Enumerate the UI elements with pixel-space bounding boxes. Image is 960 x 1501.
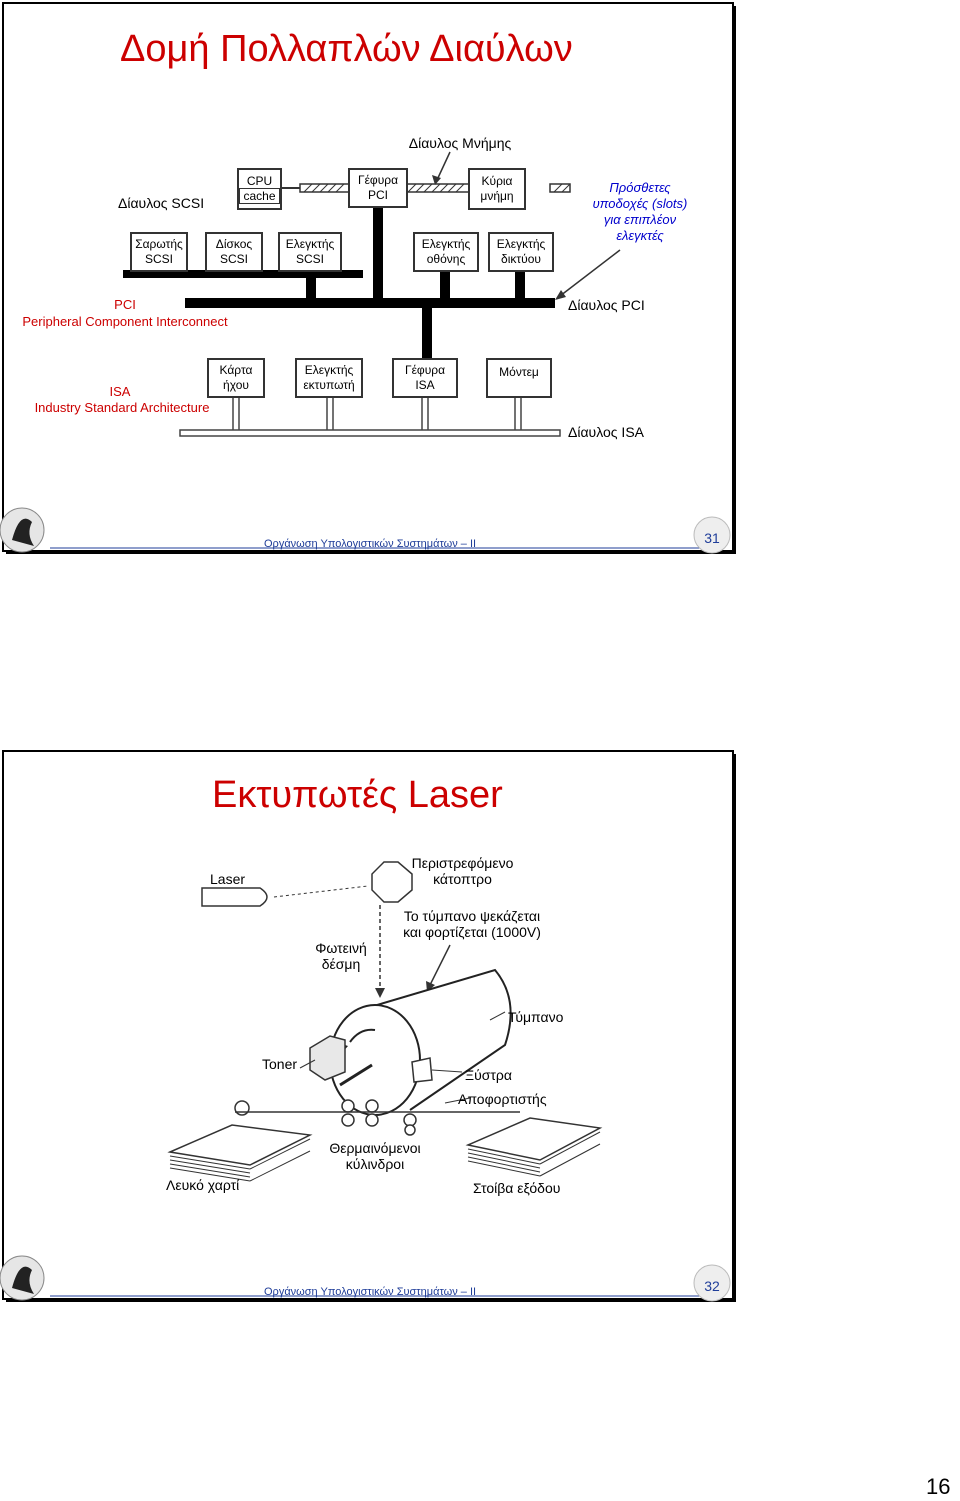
- printer-controller-box: Ελεγκτής εκτυπωτή: [295, 358, 363, 398]
- drum-label: Τύμπανο: [508, 1009, 564, 1025]
- beam-label: Φωτεινή δέσμη: [315, 940, 367, 972]
- mirror-label: Περιστρεφόμενο κάτοπτρο: [411, 855, 514, 887]
- scsi-bus-label: Δίαυλος SCSI: [118, 195, 205, 211]
- sound-card-box: Κάρτα ήχου: [207, 358, 265, 398]
- slide-footer: Οργάνωση Υπολογιστικών Συστημάτων – ΙΙ: [264, 538, 477, 550]
- drum-sprayed-label: Το τύμπανο ψεκάζεται και φορτίζεται (100…: [403, 908, 541, 940]
- scraper-label: Ξύστρα: [465, 1067, 512, 1083]
- mirror-icon: [371, 861, 413, 903]
- isa-full-label: Industry Standard Architecture: [34, 400, 210, 415]
- pci-full-label: Peripheral Component Interconnect: [22, 314, 228, 329]
- isa-bridge-box: Γέφυρα ISA: [392, 358, 458, 398]
- memory-bus-label: Δίαυλος Μνήμης: [408, 135, 512, 151]
- pci-bridge-box: Γέφυρα PCI: [348, 168, 408, 208]
- toner-label: Toner: [262, 1056, 298, 1072]
- university-seal-icon: [0, 1255, 45, 1301]
- network-controller-box: Ελεγκτής δικτύου: [488, 232, 554, 272]
- extra-slots-label: Πρόσθετες υποδοχές (slots) για επιπλέον …: [592, 180, 688, 243]
- output-stack-label: Στοίβα εξόδου: [473, 1180, 561, 1196]
- globe-icon: [693, 1264, 731, 1302]
- toner-icon: [309, 1035, 346, 1081]
- paper-stack-icon: [167, 1124, 313, 1182]
- page-number: 16: [926, 1474, 951, 1499]
- slide-title: Εκτυπωτές Laser: [212, 774, 503, 816]
- modem-box: Μόντεμ: [486, 358, 552, 398]
- scsi-scanner-box: Σαρωτής SCSI: [130, 232, 188, 272]
- cache-label: cache: [239, 188, 280, 204]
- white-paper-label: Λευκό χαρτί: [166, 1177, 240, 1193]
- pci-label: PCI: [114, 297, 136, 312]
- output-stack-icon: [465, 1117, 603, 1177]
- main-memory-box: Κύρια μνήμη: [468, 168, 526, 210]
- scraper-icon: [411, 1057, 433, 1083]
- laser-icon: [201, 885, 369, 907]
- slide-number: 31: [704, 530, 720, 546]
- cpu-label: CPU: [246, 174, 273, 188]
- slide-number: 32: [704, 1278, 720, 1294]
- scsi-controller-box: Ελεγκτής SCSI: [278, 232, 342, 272]
- scsi-disk-box: Δίσκος SCSI: [205, 232, 263, 272]
- university-seal-icon: [0, 507, 45, 553]
- slide-title: Δομή Πολλαπλών Διαύλων: [120, 28, 573, 70]
- heated-rollers-label: Θερμαινόμενοι κύλινδροι: [329, 1140, 421, 1172]
- globe-icon: [693, 516, 731, 554]
- discharger-label: Αποφορτιστής: [458, 1091, 547, 1107]
- isa-bus-label: Δίαυλος ISA: [568, 424, 644, 440]
- laser-label: Laser: [210, 871, 246, 887]
- isa-label: ISA: [109, 384, 131, 399]
- pci-bus-label: Δίαυλος PCI: [568, 297, 645, 313]
- slide-footer: Οργάνωση Υπολογιστικών Συστημάτων – ΙΙ: [264, 1286, 477, 1298]
- screen-controller-box: Ελεγκτής οθόνης: [413, 232, 479, 272]
